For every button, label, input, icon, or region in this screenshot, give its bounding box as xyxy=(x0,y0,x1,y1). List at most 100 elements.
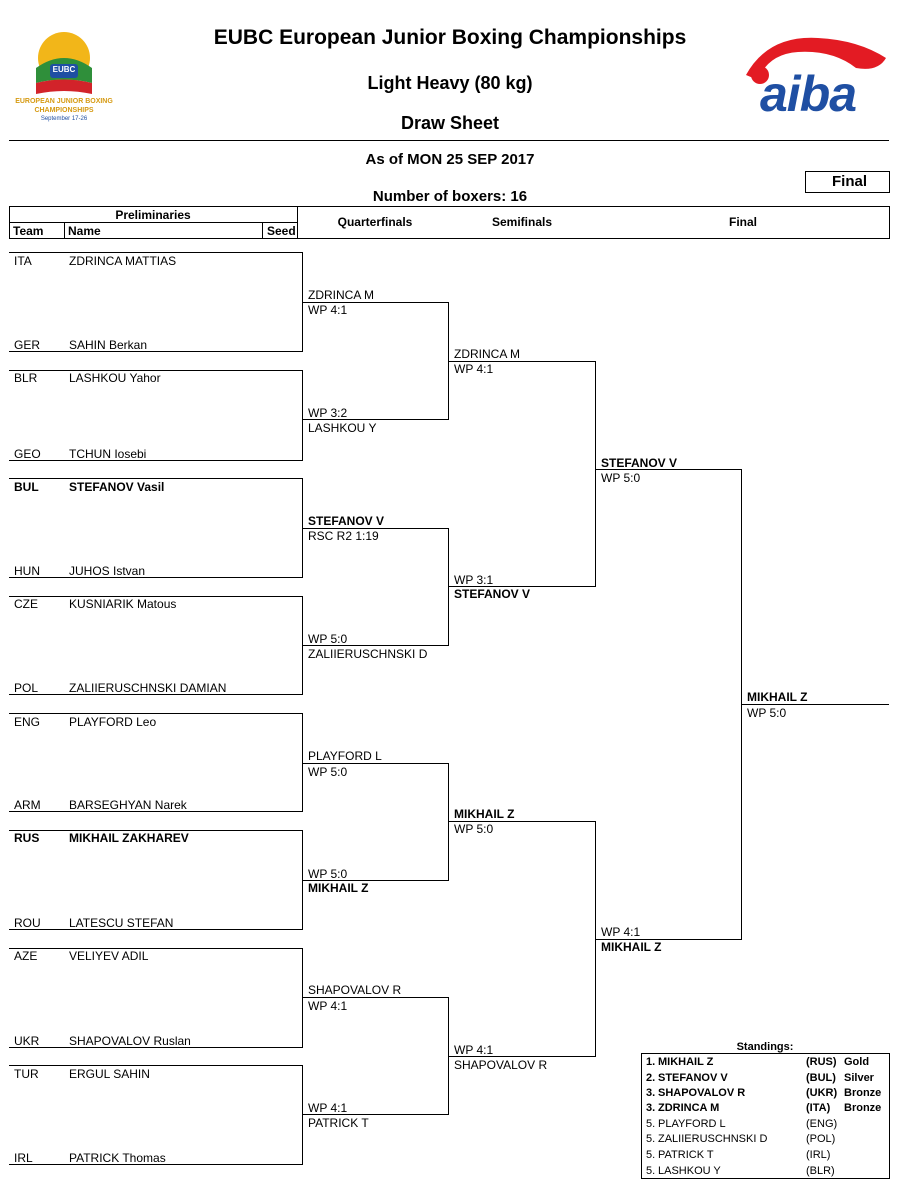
standings-name-3: SHAPOVALOV R xyxy=(658,1087,746,1099)
stage-badge: Final xyxy=(805,171,890,193)
standings-rank-4: 3. xyxy=(646,1102,656,1114)
qf-3-line2: RSC R2 1:19 xyxy=(308,529,379,543)
champion-name: MIKHAIL Z xyxy=(747,690,808,704)
eubc-logo: EUBC EUROPEAN JUNIOR BOXING CHAMPIONSHIP… xyxy=(8,28,120,128)
standings-medal-4: Bronze xyxy=(844,1102,882,1114)
prelim-team-5: BUL xyxy=(14,480,39,494)
header-sep-team xyxy=(64,222,65,239)
prelim-team-9: ENG xyxy=(14,715,41,729)
standings-team-2: (BUL) xyxy=(806,1072,836,1084)
header-divider xyxy=(9,140,889,141)
standings-table: 1. MIKHAIL Z (RUS) Gold 2. STEFANOV V (B… xyxy=(641,1053,890,1179)
prelim-name-13: VELIYEV ADIL xyxy=(69,949,149,963)
qf-8-line2: PATRICK T xyxy=(308,1116,369,1130)
qf-4-line1: WP 5:0 xyxy=(308,632,348,646)
col-semifinals: Semifinals xyxy=(491,215,553,229)
prelim-team-6: HUN xyxy=(14,564,40,578)
qf-6-line1: WP 5:0 xyxy=(308,867,348,881)
prelim-name-1: ZDRINCA MATTIAS xyxy=(69,254,177,268)
aiba-logo: aiba xyxy=(738,30,893,125)
col-quarterfinals: Quarterfinals xyxy=(337,215,413,229)
prelim-team-11: RUS xyxy=(14,831,40,845)
sf-2-line1: WP 3:1 xyxy=(454,573,494,587)
standings-rank-5: 5. xyxy=(646,1118,656,1130)
standings-team-3: (UKR) xyxy=(806,1087,838,1099)
standings-title: Standings: xyxy=(736,1041,794,1053)
eubc-logo-text-1: EUROPEAN JUNIOR BOXING xyxy=(15,98,113,105)
qf-3-line1: STEFANOV V xyxy=(308,514,385,528)
prelim-name-16: PATRICK Thomas xyxy=(69,1151,166,1165)
prelim-name-10: BARSEGHYAN Narek xyxy=(69,798,187,812)
prelim-team-10: ARM xyxy=(14,798,41,812)
prelim-team-14: UKR xyxy=(14,1034,40,1048)
eubc-logo-icon xyxy=(36,32,92,94)
eubc-logo-text-2: CHAMPIONSHIPS xyxy=(34,107,94,114)
qf-7-line2: WP 4:1 xyxy=(308,999,348,1013)
col-preliminaries: Preliminaries xyxy=(115,208,191,222)
qf-7-line1: SHAPOVALOV R xyxy=(308,983,402,997)
as-of-date: As of MON 25 SEP 2017 xyxy=(365,151,535,168)
prelim-team-4: GEO xyxy=(14,447,41,461)
aiba-swoosh-icon xyxy=(746,37,886,84)
standings-team-1: (RUS) xyxy=(806,1056,837,1068)
qf-8-line1: WP 4:1 xyxy=(308,1101,348,1115)
standings-rank-7: 5. xyxy=(646,1149,656,1161)
standings-medal-2: Silver xyxy=(844,1072,874,1084)
standings-name-7: PATRICK T xyxy=(658,1149,714,1161)
prelim-team-2: GER xyxy=(14,338,41,352)
standings-rank-8: 5. xyxy=(646,1165,656,1177)
standings-team-5: (ENG) xyxy=(806,1118,838,1130)
standings-rank-2: 2. xyxy=(646,1072,656,1084)
qf-1-line1: ZDRINCA M xyxy=(308,288,374,302)
standings-medal-3: Bronze xyxy=(844,1087,882,1099)
qf-2-line2: LASHKOU Y xyxy=(308,421,377,435)
prelim-team-16: IRL xyxy=(14,1151,33,1165)
final-1-line1: STEFANOV V xyxy=(601,456,678,470)
qf-6-line2: MIKHAIL Z xyxy=(308,881,369,895)
sf-4-line2: SHAPOVALOV R xyxy=(454,1058,548,1072)
prelim-name-3: LASHKOU Yahor xyxy=(69,371,161,385)
prelim-team-8: POL xyxy=(14,681,39,695)
aiba-wordmark: aiba xyxy=(760,66,857,122)
sf-1-line2: WP 4:1 xyxy=(454,362,494,376)
standings-name-2: STEFANOV V xyxy=(658,1072,728,1084)
col-seed: Seed xyxy=(267,224,296,238)
standings-name-1: MIKHAIL Z xyxy=(658,1056,714,1068)
eubc-logo-mark: EUBC xyxy=(52,65,76,74)
sf-3-line2: WP 5:0 xyxy=(454,822,494,836)
prelim-name-6: JUHOS Istvan xyxy=(69,564,146,578)
standings-team-8: (BLR) xyxy=(806,1165,835,1177)
standings-name-8: LASHKOU Y xyxy=(658,1165,721,1177)
standings-team-6: (POL) xyxy=(806,1133,836,1145)
standings-name-4: ZDRINCA M xyxy=(658,1102,720,1114)
prelim-name-15: ERGUL SAHIN xyxy=(69,1067,150,1081)
standings-rank-3: 3. xyxy=(646,1087,656,1099)
prelim-team-3: BLR xyxy=(14,371,38,385)
sf-2-line2: STEFANOV V xyxy=(454,587,531,601)
prelim-team-1: ITA xyxy=(14,254,32,268)
prelim-name-7: KUSNIARIK Matous xyxy=(69,597,177,611)
prelim-name-2: SAHIN Berkan xyxy=(69,338,148,352)
standings-team-4: (ITA) xyxy=(806,1102,831,1114)
header-sep-seed xyxy=(262,222,263,239)
prelim-name-5: STEFANOV Vasil xyxy=(69,480,165,494)
col-team: Team xyxy=(13,224,44,238)
qf-4-line2: ZALIIERUSCHNSKI D xyxy=(308,647,428,661)
page-title: EUBC European Junior Boxing Championship… xyxy=(213,26,687,49)
sf-1-line1: ZDRINCA M xyxy=(454,347,520,361)
final-2-line1: WP 4:1 xyxy=(601,925,641,939)
header-sep-prelim xyxy=(297,206,298,239)
prelim-name-4: TCHUN Iosebi xyxy=(69,447,147,461)
standings-team-7: (IRL) xyxy=(806,1149,831,1161)
prelim-name-8: ZALIIERUSCHNSKI DAMIAN xyxy=(69,681,227,695)
eubc-logo-text-3: September 17-26 xyxy=(40,116,88,122)
prelim-name-11: MIKHAIL ZAKHAREV xyxy=(69,831,189,845)
qf-1-line2: WP 4:1 xyxy=(308,303,348,317)
prelim-team-7: CZE xyxy=(14,597,38,611)
prelim-name-12: LATESCU STEFAN xyxy=(69,916,174,930)
sheet-type: Draw Sheet xyxy=(400,113,500,133)
col-final: Final xyxy=(728,215,757,229)
standings-rank-6: 5. xyxy=(646,1133,656,1145)
qf-2-line1: WP 3:2 xyxy=(308,406,348,420)
